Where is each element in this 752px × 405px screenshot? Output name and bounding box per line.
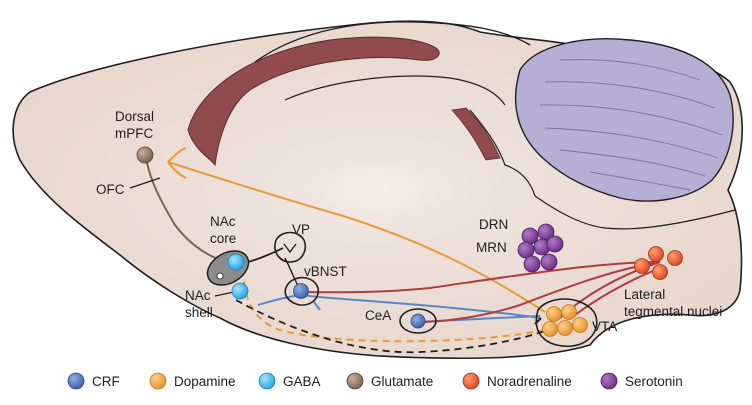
crf-neuron-vbnst (293, 283, 309, 299)
dopamine-pathway-nac (243, 279, 546, 343)
label-vbnst: vBNST (304, 264, 347, 279)
nac-shell-pointer (214, 291, 235, 297)
vbnst-outline (284, 276, 319, 306)
inner-contour (284, 75, 506, 106)
cerebellum-folia (539, 59, 723, 191)
crf-pathway-vbnst (299, 294, 541, 319)
noradrenaline-pathway-4 (574, 267, 661, 316)
gaba-neuron-core (227, 253, 245, 271)
legend-label-dopamine: Dopamine (174, 374, 236, 389)
dopamine-pathway-mpfc (167, 161, 546, 313)
dopamine-neurons-vta (542, 304, 588, 337)
label-cea: CeA (365, 308, 391, 323)
noradrenaline-pathway-2 (417, 261, 661, 323)
legend-item-gaba: GABA (258, 372, 321, 390)
thalamus-contour (469, 109, 536, 197)
ofc-pointer (129, 177, 161, 189)
legend-swatch-dopamine (149, 372, 167, 390)
nac-to-vp-line (247, 247, 284, 263)
vp-outline (274, 231, 306, 263)
legend-item-dopamine: Dopamine (149, 372, 236, 390)
cea-outline (399, 308, 437, 334)
serotonin-neurons (517, 223, 564, 273)
label-mrn: MRN (476, 240, 507, 255)
legend-item-crf: CRF (67, 372, 120, 390)
legend-label-noradrenaline: Noradrenaline (487, 374, 572, 389)
legend-label-serotonin: Serotonin (625, 374, 683, 389)
hippocampus-band (451, 107, 501, 161)
legend-item-noradrenaline: Noradrenaline (462, 372, 572, 390)
noradrenaline-neurons (634, 246, 683, 280)
label-dorsal-mpfc-2: mPFC (115, 126, 153, 141)
label-nac-core-2: core (210, 231, 236, 246)
label-drn: DRN (479, 217, 508, 232)
vp-cup-mark (283, 243, 297, 254)
legend-swatch-crf (67, 372, 85, 390)
terminal-tick-vbnst (313, 301, 321, 311)
legend-swatch-serotonin (600, 372, 618, 390)
label-nac-shell-1: NAc (185, 288, 211, 303)
label-nac-core-1: NAc (210, 214, 236, 229)
glutamate-pathway (145, 157, 233, 265)
dopamine-branch-mpfc (167, 147, 187, 163)
brainstem-contour (534, 195, 736, 230)
label-lateral-tegmental-1: Lateral (624, 287, 665, 302)
legend-label-gaba: GABA (283, 374, 321, 389)
cortex-band (187, 36, 440, 167)
cortex-outline (254, 21, 531, 63)
label-ofc: OFC (96, 182, 125, 197)
crf-neuron-cea (410, 313, 426, 329)
nac-to-vta-dashed (235, 299, 549, 354)
label-dorsal-mpfc-1: Dorsal (115, 109, 154, 124)
legend-label-glutamate: Glutamate (371, 374, 433, 389)
legend-swatch-glutamate (346, 372, 364, 390)
cerebellum (514, 38, 734, 202)
legend-item-serotonin: Serotonin (600, 372, 683, 390)
legend-swatch-noradrenaline (462, 372, 480, 390)
dopamine-branch-ofc (167, 161, 187, 179)
legend-swatch-gaba (258, 372, 276, 390)
legend-label-crf: CRF (92, 374, 120, 389)
label-lateral-tegmental-2: tegmental nuclei (624, 304, 722, 319)
vta-outline (535, 298, 598, 348)
label-vta: VTA (592, 319, 617, 334)
nac-core-dot (216, 272, 224, 280)
legend: CRF Dopamine GABA Glutamate Noradrenalin… (67, 372, 683, 390)
legend-item-glutamate: Glutamate (346, 372, 433, 390)
glutamate-neuron-mpfc (136, 146, 154, 164)
noradrenaline-pathway-1 (299, 261, 661, 294)
gaba-neuron-shell (231, 282, 249, 300)
label-nac-shell-2: shell (185, 305, 213, 320)
label-vp: VP (292, 222, 310, 237)
